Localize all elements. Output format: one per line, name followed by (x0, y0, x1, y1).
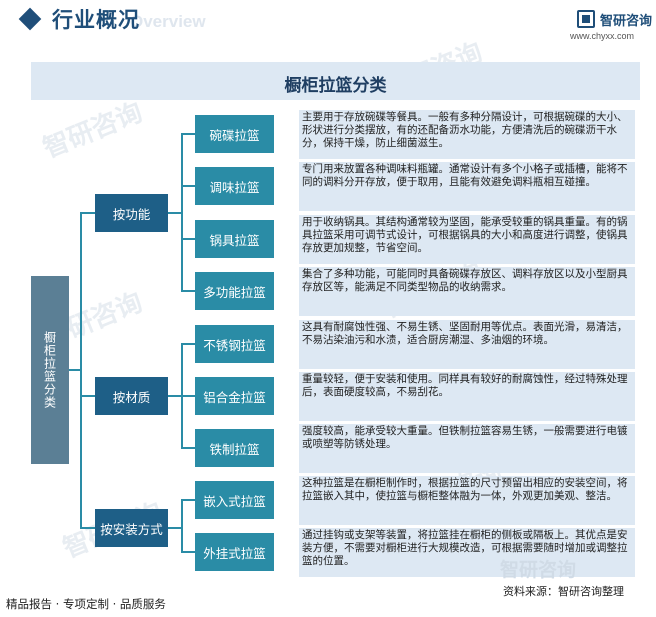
connector (80, 212, 82, 529)
connector (181, 395, 195, 397)
category-description: 专门用来放置各种调味料瓶罐。通常设计有多个小格子或插槽，能将不同的调料分开存放，… (299, 162, 635, 211)
page-header: Overview 行业概况 智研咨询 www.chyxx.com (0, 0, 656, 46)
category-description: 重量较轻，便于安装和使用。同样具有较好的耐腐蚀性，经过特殊处理后，表面硬度较高，… (299, 372, 635, 421)
category-description: 这种拉篮是在橱柜制作时，根据拉篮的尺寸预留出相应的安装空间，将拉篮嵌入其中，使拉… (299, 476, 635, 525)
category-description: 这具有耐腐蚀性强、不易生锈、坚固耐用等优点。表面光滑，易清洁，不易沾染油污和水渍… (299, 320, 635, 369)
category-description: 强度较高，能承受较大重量。但铁制拉篮容易生锈，一般需要进行电镀或喷塑等防锈处理。 (299, 424, 635, 473)
connector (181, 343, 195, 345)
diagram-title: 橱柜拉篮分类 (284, 76, 387, 96)
category-description: 通过挂钩或支架等装置，将拉篮挂在橱柜的侧板或隔板上。其优点是安装方便，不需要对橱… (299, 528, 635, 577)
connector (181, 551, 195, 553)
category-node: 调味拉篮 (195, 167, 274, 205)
connector (181, 133, 195, 135)
logo-icon (577, 10, 595, 28)
source-note: 资料来源：智研咨询整理 (503, 585, 624, 598)
logo-url: www.chyxx.com (570, 31, 635, 41)
connector (80, 395, 95, 397)
connector (181, 238, 195, 240)
connector (168, 395, 183, 397)
category-node: 外挂式拉篮 (195, 533, 274, 571)
connector (181, 290, 195, 292)
category-description: 集合了多种功能，可能同时具备碗碟存放区、调料存放区以及小型厨具存放区等，能满足不… (299, 267, 635, 316)
category-node: 铁制拉篮 (195, 429, 274, 467)
connector (181, 499, 183, 553)
category-description: 主要用于存放碗碟等餐具。一般有多种分隔设计，可根据碗碟的大小、形状进行分类摆放，… (299, 110, 635, 159)
connector (80, 527, 95, 529)
connector (168, 212, 183, 214)
diagram-title-band: 橱柜拉篮分类 (31, 62, 640, 100)
connector (181, 133, 183, 292)
connector (181, 447, 195, 449)
header-title: 行业概况 (52, 8, 140, 32)
category-node: 铝合金拉篮 (195, 377, 274, 415)
footer-watermark: 智研咨询 (500, 559, 577, 581)
category-node: 不锈钢拉篮 (195, 325, 274, 363)
connector (168, 527, 183, 529)
watermark-logo: 智研咨询 (39, 97, 147, 165)
category-description: 用于收纳锅具。其结构通常较为坚固，能承受较重的锅具重量。有的锅具拉篮采用可调节式… (299, 215, 635, 264)
logo-name: 智研咨询 (600, 14, 653, 29)
connector (181, 499, 195, 501)
category-node: 碗碟拉篮 (195, 115, 274, 153)
group-node-installation: 按安装方式 (95, 509, 168, 547)
group-node-material: 按材质 (95, 377, 168, 415)
connector (181, 185, 195, 187)
group-node-function: 按功能 (95, 194, 168, 232)
category-node: 嵌入式拉篮 (195, 481, 274, 519)
connector (69, 369, 81, 371)
category-node: 多功能拉篮 (195, 272, 274, 310)
diamond-icon (18, 7, 42, 31)
connector (80, 212, 95, 214)
footer-tagline: 精品报告 · 专项定制 · 品质服务 (6, 597, 166, 611)
root-node: 橱柜拉篮分类 (31, 276, 69, 464)
root-label: 橱柜拉篮分类 (42, 331, 57, 409)
header-subtitle: Overview (130, 12, 206, 31)
category-node: 锅具拉篮 (195, 220, 274, 258)
